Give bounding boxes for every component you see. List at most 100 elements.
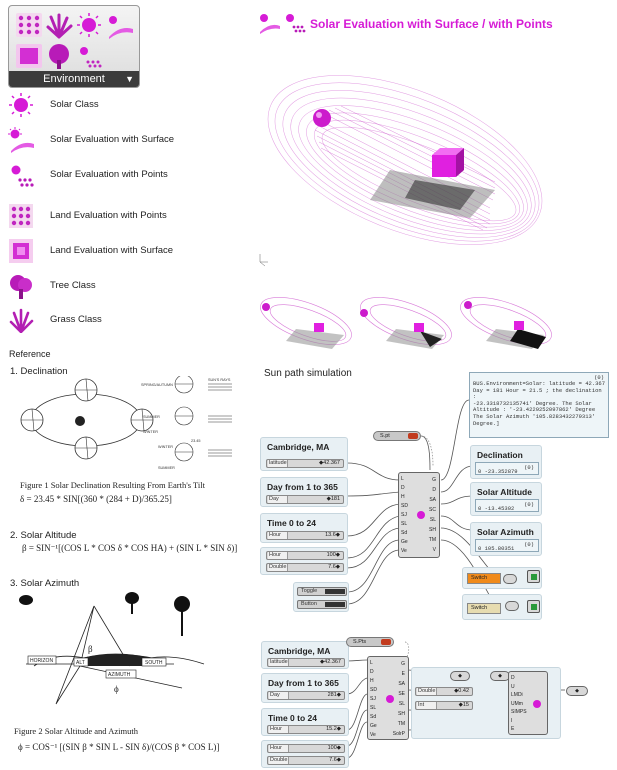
declination-panel[interactable]: (0) 0 -23.352879 <box>475 462 539 475</box>
port-label[interactable]: TM <box>397 721 405 727</box>
list-item-solar-eval-points[interactable]: Solar Evaluation with Points <box>8 162 238 188</box>
sun-icon[interactable] <box>77 13 101 37</box>
port-label[interactable]: Sd <box>401 530 408 536</box>
port-label[interactable]: D <box>432 487 436 493</box>
thumbnail[interactable] <box>256 288 357 355</box>
port-label[interactable]: G <box>401 661 405 667</box>
port-label[interactable]: V <box>432 547 436 553</box>
port-label[interactable]: E <box>401 671 405 677</box>
port-label[interactable]: SJ <box>370 696 376 702</box>
double-slider[interactable]: Double 7.6◆ <box>266 563 344 572</box>
port-label[interactable]: SE <box>398 691 405 697</box>
port-label[interactable]: SL <box>401 521 408 527</box>
land-surface-icon[interactable] <box>16 44 42 68</box>
day-group[interactable]: Day from 1 to 365 Day ◆181 <box>260 477 348 507</box>
port-label[interactable]: E <box>511 726 515 732</box>
port-label[interactable]: SH <box>398 711 405 717</box>
int-slider[interactable]: Int ◆15 <box>415 701 473 710</box>
merge-node[interactable] <box>505 601 519 611</box>
port-label[interactable]: UMm <box>511 700 523 707</box>
list-item-land-eval-surface[interactable]: Land Evaluation with Surface <box>8 238 238 264</box>
output-node[interactable]: ◆ <box>566 686 588 696</box>
port-label[interactable]: D <box>401 485 405 491</box>
time-group[interactable]: Time 0 to 24 Hour 13.6◆ <box>260 513 348 543</box>
double-slider[interactable]: Double 7.6◆ <box>267 756 345 765</box>
port-label[interactable]: LMDi <box>511 692 523 698</box>
day-group-2[interactable]: Day from 1 to 365 Day 281◆ <box>261 673 349 703</box>
location-group-2[interactable]: Cambridge, MA latitude ◆42.367 <box>261 641 349 669</box>
list-item-tree-class[interactable]: Tree Class <box>8 273 238 299</box>
port-label[interactable]: G <box>432 477 436 483</box>
location-group[interactable]: Cambridge, MA latitude ◆42.367 <box>260 437 348 471</box>
port-label[interactable]: SL <box>398 701 405 707</box>
port-label[interactable]: D <box>370 669 374 675</box>
list-item-solar-eval-surface[interactable]: Solar Evaluation with Surface <box>8 127 238 153</box>
port-label[interactable]: TM <box>428 537 436 543</box>
port-label[interactable]: SC <box>429 507 436 513</box>
reference-heading: Reference <box>9 349 51 359</box>
preview-icon[interactable] <box>527 570 540 583</box>
sun-points-pill[interactable]: S.pt <box>373 431 421 441</box>
port-label[interactable]: D <box>511 675 515 681</box>
switch-component[interactable]: Switch <box>467 573 501 584</box>
switch-component[interactable]: Switch <box>467 603 501 614</box>
port-label[interactable]: Ve <box>370 732 376 738</box>
list-item-land-eval-points[interactable]: Land Evaluation with Points <box>8 203 238 229</box>
toggle-component[interactable]: Toggle <box>297 587 347 596</box>
sun-surface-icon[interactable] <box>109 16 133 39</box>
tree-icon[interactable] <box>49 44 69 69</box>
port-label[interactable]: SH <box>429 527 436 533</box>
hour-slider-2[interactable]: Hour 100◆ <box>267 744 345 753</box>
thumbnail[interactable] <box>455 288 556 355</box>
sun-points-pill-2[interactable]: S.Pts <box>346 637 394 647</box>
info-panel[interactable]: (0) BUS.Environment=Solar: latitude = 42… <box>469 372 609 438</box>
land-points-icon[interactable] <box>16 13 42 37</box>
merge-node[interactable] <box>503 574 517 584</box>
port-label[interactable]: H <box>401 494 405 500</box>
sun-path-3d-view[interactable] <box>255 40 555 280</box>
port-label[interactable]: SL <box>429 517 436 523</box>
environment-tab-label[interactable]: Environment ▼ <box>9 71 139 87</box>
port-label[interactable]: Sd <box>370 714 377 720</box>
thumbnail[interactable] <box>355 288 458 355</box>
day-slider[interactable]: Day 281◆ <box>267 691 345 700</box>
azimuth-panel[interactable]: (0) 0 105.80351 <box>475 539 539 552</box>
port-label[interactable]: L <box>370 660 373 666</box>
sun-points-icon[interactable] <box>80 47 102 68</box>
button-component[interactable]: Button <box>297 600 347 609</box>
port-label[interactable]: SD <box>370 687 377 693</box>
port-label[interactable]: H <box>370 678 374 684</box>
port-label[interactable]: L <box>401 476 404 482</box>
grass-icon[interactable] <box>46 13 73 39</box>
list-item-grass-class[interactable]: Grass Class <box>8 307 238 333</box>
port-label[interactable]: SIMPS <box>511 709 527 715</box>
hour-slider[interactable]: Hour 15.2◆ <box>267 725 345 734</box>
port-label[interactable]: Ge <box>370 723 377 729</box>
port-label[interactable]: Ge <box>401 539 408 545</box>
port-label[interactable]: SA <box>429 497 436 503</box>
port-label[interactable]: SL <box>370 705 377 711</box>
port-label[interactable]: SA <box>398 681 405 687</box>
port-label[interactable]: U <box>511 683 515 690</box>
port-label[interactable]: I <box>511 717 513 724</box>
day-slider[interactable]: Day ◆181 <box>266 495 344 504</box>
dropdown-arrow-icon[interactable]: ▼ <box>125 74 134 84</box>
port-label[interactable]: SD <box>401 503 408 509</box>
param-node[interactable]: ◆ <box>450 671 470 681</box>
preview-icon[interactable] <box>527 600 540 613</box>
double-slider-2[interactable]: Double ◆0.42 <box>415 687 473 696</box>
altitude-panel[interactable]: (0) 0 -13.45302 <box>475 499 539 512</box>
port-label[interactable]: SolrP <box>392 731 405 737</box>
hour-slider-2[interactable]: Hour 100◆ <box>266 551 344 560</box>
hour-slider[interactable]: Hour 13.6◆ <box>266 531 344 540</box>
list-item-solar-class[interactable]: Solar Class <box>8 92 238 118</box>
param-node[interactable]: ◆ <box>490 671 510 681</box>
time-group-2[interactable]: Time 0 to 24 Hour 15.2◆ <box>261 708 349 736</box>
port-label[interactable]: Ve <box>401 548 407 554</box>
latitude-slider[interactable]: latitude ◆42.367 <box>266 459 344 468</box>
latitude-slider[interactable]: latitude ◆42.367 <box>267 658 345 667</box>
port-label[interactable]: SJ <box>401 512 407 518</box>
